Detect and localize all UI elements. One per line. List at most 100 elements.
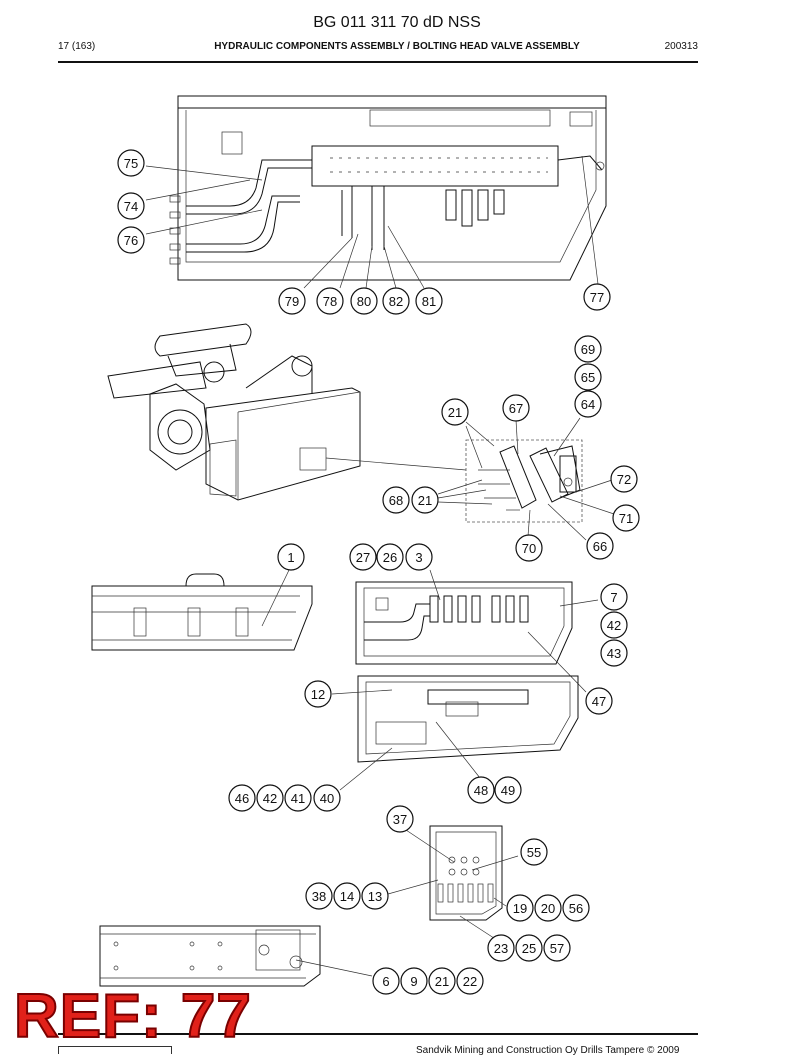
callout-label: 25 bbox=[522, 941, 536, 956]
document-code: BG 011 311 70 dD NSS bbox=[313, 14, 481, 31]
callout-46: 46 bbox=[228, 784, 256, 812]
callout-label: 23 bbox=[494, 941, 508, 956]
callout-75: 75 bbox=[117, 149, 145, 177]
callout-57: 57 bbox=[543, 934, 571, 962]
callout-12: 12 bbox=[304, 680, 332, 708]
side-view-drawing bbox=[91, 567, 313, 651]
callout-label: 38 bbox=[312, 889, 326, 904]
callout-49: 49 bbox=[494, 776, 522, 804]
callout-label: 47 bbox=[592, 694, 606, 709]
callout-label: 13 bbox=[368, 889, 382, 904]
callout-label: 7 bbox=[610, 590, 617, 605]
page-number: 17 (163) bbox=[58, 41, 96, 52]
callout-label: 41 bbox=[291, 791, 305, 806]
callout-label: 22 bbox=[463, 974, 477, 989]
cover-drawing bbox=[331, 675, 579, 791]
callout-25: 25 bbox=[515, 934, 543, 962]
small-panel-drawing bbox=[387, 825, 519, 943]
callout-label: 72 bbox=[617, 472, 631, 487]
callout-26: 26 bbox=[376, 543, 404, 571]
callout-label: 70 bbox=[522, 541, 536, 556]
callout-79: 79 bbox=[278, 287, 306, 315]
callout-label: 81 bbox=[422, 294, 436, 309]
callout-label: 14 bbox=[340, 889, 354, 904]
callout-label: 66 bbox=[593, 539, 607, 554]
callout-21: 21 bbox=[441, 398, 469, 426]
callout-label: 82 bbox=[389, 294, 403, 309]
callout-3: 3 bbox=[405, 543, 433, 571]
callout-label: 21 bbox=[448, 405, 462, 420]
callout-64: 64 bbox=[574, 390, 602, 418]
bottom-assembly-drawing bbox=[99, 925, 373, 987]
valve-panel-drawing bbox=[145, 95, 607, 289]
callout-78: 78 bbox=[316, 287, 344, 315]
callout-68: 68 bbox=[382, 486, 410, 514]
callout-label: 21 bbox=[435, 974, 449, 989]
callout-label: 78 bbox=[323, 294, 337, 309]
callout-label: 65 bbox=[581, 370, 595, 385]
callout-65: 65 bbox=[574, 363, 602, 391]
callout-label: 68 bbox=[389, 493, 403, 508]
callout-label: 20 bbox=[541, 901, 555, 916]
callout-label: 42 bbox=[263, 791, 277, 806]
callout-7: 7 bbox=[600, 583, 628, 611]
callout-74: 74 bbox=[117, 192, 145, 220]
callout-69: 69 bbox=[574, 335, 602, 363]
callout-label: 9 bbox=[410, 974, 417, 989]
callout-label: 1 bbox=[287, 550, 294, 565]
header-rule bbox=[58, 61, 698, 63]
callout-77: 77 bbox=[583, 283, 611, 311]
valve-block-exploded-drawing bbox=[437, 417, 615, 541]
callout-6: 6 bbox=[372, 967, 400, 995]
callout-label: 69 bbox=[581, 342, 595, 357]
callout-47: 47 bbox=[585, 687, 613, 715]
callout-label: 57 bbox=[550, 941, 564, 956]
callout-label: 49 bbox=[501, 783, 515, 798]
ref-stamp: REF: 77 bbox=[13, 982, 252, 1051]
callout-label: 75 bbox=[124, 156, 138, 171]
callout-label: 26 bbox=[383, 550, 397, 565]
callout-66: 66 bbox=[586, 532, 614, 560]
callout-label: 64 bbox=[581, 397, 595, 412]
sandvik-logo bbox=[58, 1046, 172, 1054]
callout-55: 55 bbox=[520, 838, 548, 866]
callout-76: 76 bbox=[117, 226, 145, 254]
callout-label: 21 bbox=[418, 493, 432, 508]
callout-label: 80 bbox=[357, 294, 371, 309]
callout-label: 46 bbox=[235, 791, 249, 806]
callout-56: 56 bbox=[562, 894, 590, 922]
callout-label: 40 bbox=[320, 791, 334, 806]
valve-panel-assembly-drawing bbox=[355, 569, 599, 693]
callout-label: 12 bbox=[311, 687, 325, 702]
callout-14: 14 bbox=[333, 882, 361, 910]
callout-label: 79 bbox=[285, 294, 299, 309]
callout-42: 42 bbox=[256, 784, 284, 812]
callout-22: 22 bbox=[456, 967, 484, 995]
callout-43: 43 bbox=[600, 639, 628, 667]
callout-label: 37 bbox=[393, 812, 407, 827]
callout-label: 48 bbox=[474, 783, 488, 798]
callout-13: 13 bbox=[361, 882, 389, 910]
callout-37: 37 bbox=[386, 805, 414, 833]
callout-82: 82 bbox=[382, 287, 410, 315]
callout-70: 70 bbox=[515, 534, 543, 562]
callout-label: 56 bbox=[569, 901, 583, 916]
callout-label: 19 bbox=[513, 901, 527, 916]
callout-27: 27 bbox=[349, 543, 377, 571]
callout-19: 19 bbox=[506, 894, 534, 922]
bolting-head-drawing bbox=[107, 323, 467, 501]
callout-label: 43 bbox=[607, 646, 621, 661]
callout-label: 67 bbox=[509, 401, 523, 416]
callout-label: 27 bbox=[356, 550, 370, 565]
callout-40: 40 bbox=[313, 784, 341, 812]
callout-41: 41 bbox=[284, 784, 312, 812]
callout-20: 20 bbox=[534, 894, 562, 922]
callout-72: 72 bbox=[610, 465, 638, 493]
callout-80: 80 bbox=[350, 287, 378, 315]
page-title: HYDRAULIC COMPONENTS ASSEMBLY / BOLTING … bbox=[214, 41, 580, 52]
date-code: 200313 bbox=[664, 41, 698, 52]
callout-1: 1 bbox=[277, 543, 305, 571]
callout-label: 77 bbox=[590, 290, 604, 305]
callout-9: 9 bbox=[400, 967, 428, 995]
